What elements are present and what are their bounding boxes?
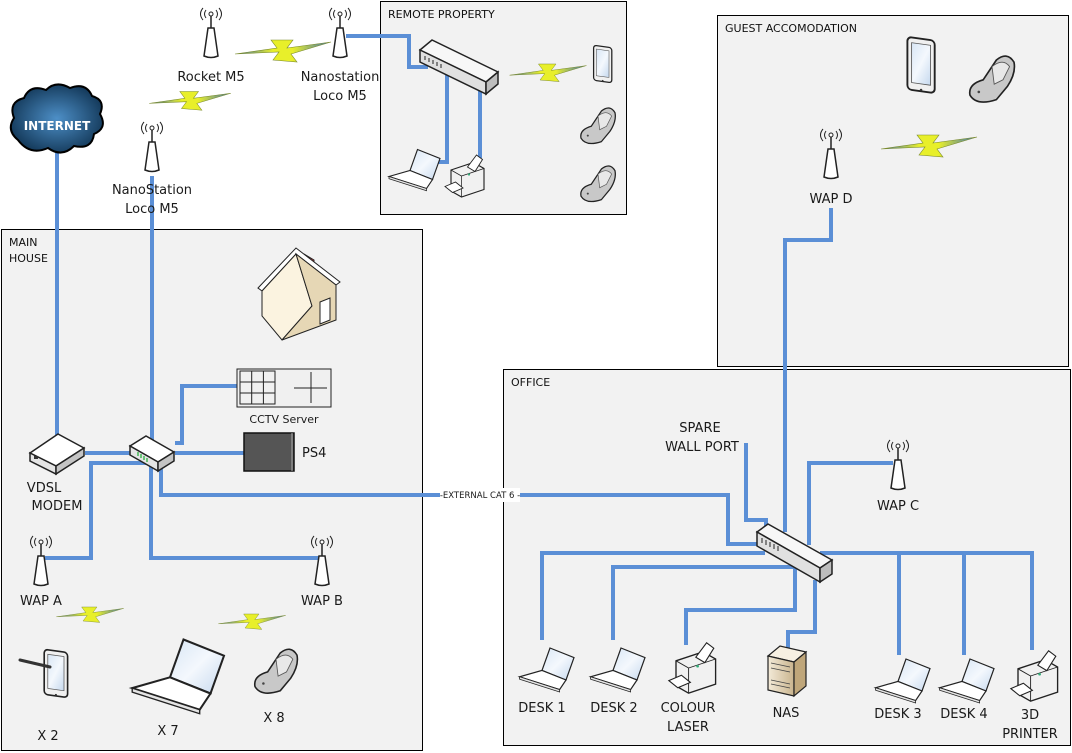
nanostation-remote-label-2: Loco M5	[313, 89, 367, 104]
cable-wap-c-switch	[807, 461, 893, 545]
wap-a-label: WAP A	[20, 594, 62, 609]
internet-label: INTERNET	[24, 119, 91, 133]
desk1-label: DESK 1	[518, 701, 565, 716]
wireless-link-icon	[148, 91, 232, 111]
cable-router-cctv	[175, 384, 238, 445]
vdsl-modem-label-2: MODEM	[32, 499, 83, 514]
rocket-m5-antenna-icon	[199, 7, 223, 59]
phone-count-label: X 8	[263, 711, 284, 726]
ps4-label: PS4	[302, 446, 326, 461]
nas-label: NAS	[773, 706, 800, 721]
cable-wap-d-switch	[783, 208, 833, 532]
internet-cloud-icon	[9, 83, 104, 154]
colour-laser-label-1: COLOUR	[661, 701, 716, 716]
wireless-link-icon	[234, 39, 332, 63]
house-icon	[257, 247, 341, 341]
wap-c-label: WAP C	[877, 499, 919, 514]
cable-switch-colour-laser	[684, 570, 797, 645]
laptop-count-label: X 7	[157, 724, 178, 739]
vdsl-modem-icon	[28, 433, 86, 476]
desk4-label: DESK 4	[940, 707, 987, 722]
office-switch-icon	[755, 523, 834, 584]
cable-router-wap-a	[45, 461, 150, 560]
ps4-icon	[243, 432, 295, 472]
3d-printer-label-1: 3D	[1021, 708, 1039, 723]
cables	[45, 34, 1034, 655]
3d-printer-label-2: PRINTER	[1002, 727, 1058, 742]
colour-laser-label-2: LASER	[667, 720, 709, 735]
zone-label-office: OFFICE	[511, 376, 550, 389]
tablet-icon	[906, 35, 936, 95]
wap-b-label: WAP B	[301, 594, 343, 609]
zone-label-main-house-2: HOUSE	[9, 252, 48, 265]
cctv-server-label: CCTV Server	[249, 413, 319, 426]
vdsl-modem-label-1: VDSL	[27, 481, 62, 496]
remote-switch-icon	[418, 39, 500, 96]
zone-guest-accommodation	[717, 15, 1069, 367]
desk3-label: DESK 3	[874, 707, 921, 722]
wap-d-label: WAP D	[809, 192, 852, 207]
zone-label-remote-property: REMOTE PROPERTY	[388, 8, 495, 21]
spare-wall-port-label-1: SPARE	[679, 421, 720, 436]
external-cat6-label: -EXTERNAL CAT 6 -	[440, 491, 520, 501]
cable-router-wap-b	[149, 465, 320, 560]
zone-label-main-house-1: MAIN	[9, 236, 38, 249]
tablet-icon	[592, 44, 613, 84]
nanostation-main-antenna-icon	[140, 121, 164, 173]
tablet-count-label: X 2	[37, 729, 58, 744]
cable-router-external-1	[159, 468, 440, 497]
tablet-icon	[43, 648, 69, 699]
rocket-m5-label: Rocket M5	[177, 70, 244, 85]
cable-nanostation-remote-switch	[346, 34, 428, 69]
cable-external-office-switch	[520, 493, 760, 546]
cable-switch-3d-printer	[820, 551, 1034, 650]
nanostation-main-label-1: NanoStation	[112, 183, 192, 198]
cable-switch-nas	[786, 580, 817, 648]
nanostation-remote-antenna-icon	[328, 7, 352, 59]
router-icon	[128, 435, 176, 473]
nanostation-remote-label-1: Nanostation	[301, 70, 380, 85]
nanostation-main-label-2: Loco M5	[125, 202, 179, 217]
nas-server-icon	[766, 645, 808, 698]
spare-wall-port-label-2: WALL PORT	[665, 440, 739, 455]
cctv-server-icon	[236, 368, 332, 408]
cable-switch-desk1	[540, 551, 765, 640]
zone-label-guest-accommodation: GUEST ACCOMODATION	[725, 22, 857, 35]
desk2-label: DESK 2	[590, 701, 637, 716]
